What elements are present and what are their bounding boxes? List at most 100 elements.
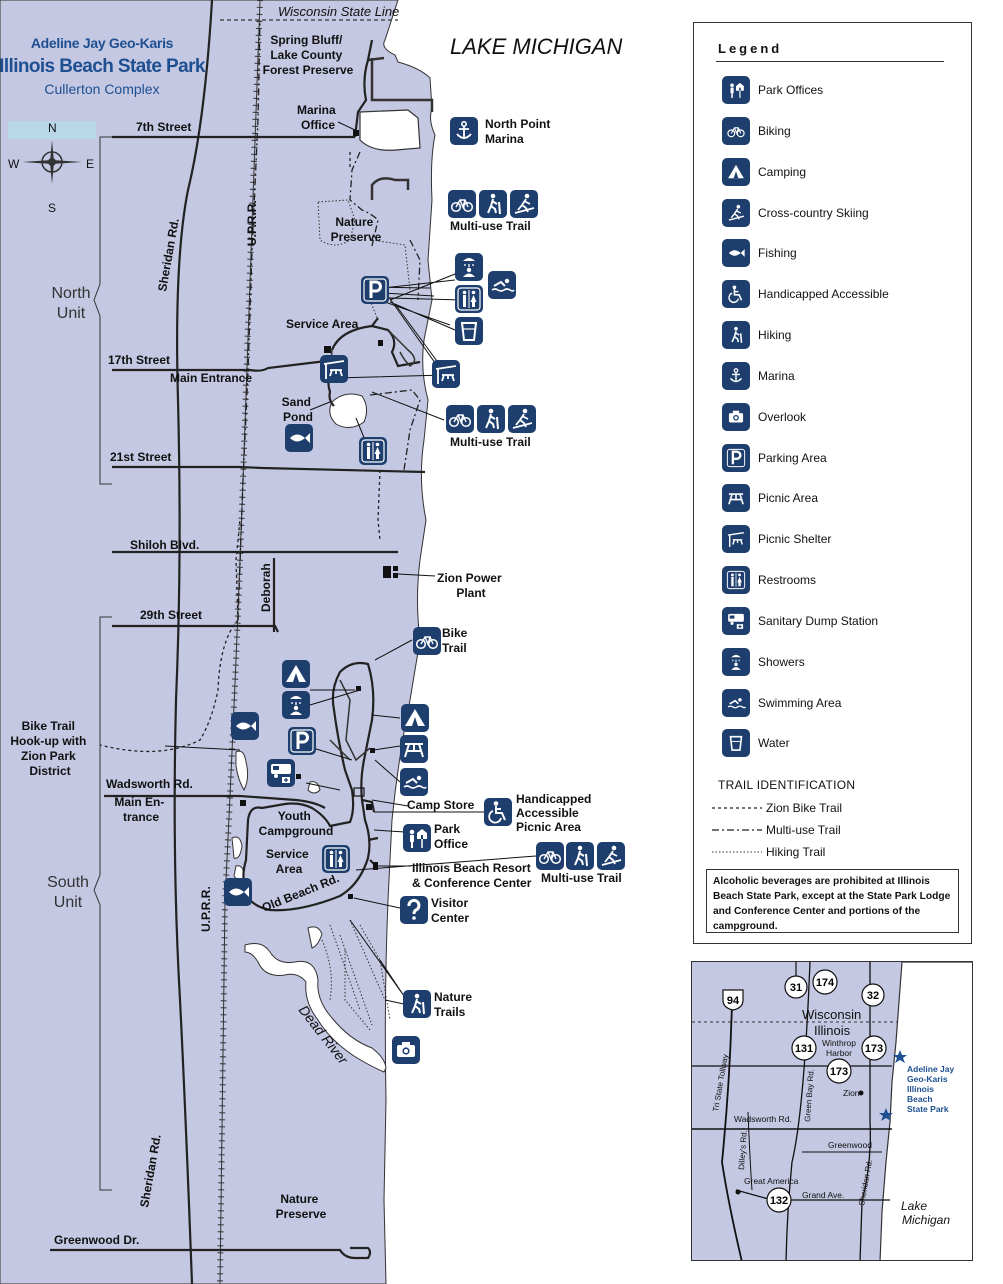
shield-132-circle — [766, 1187, 792, 1213]
camera-icon — [722, 403, 750, 431]
multi-use-bike-icon-2[interactable] — [446, 405, 474, 433]
locator-inset: 94 31 174 32 131 173 173 132 Wisconsin I… — [691, 961, 973, 1261]
legend-item-swimming[interactable]: Swimming Area — [722, 689, 962, 717]
shiloh-label: Shiloh Blvd. — [130, 538, 199, 552]
legend-item-shelter[interactable]: Picnic Shelter — [722, 525, 962, 553]
north-unit-label-1: North — [51, 285, 90, 302]
legend-item-biking[interactable]: Biking — [722, 117, 962, 145]
trail-label: Multi-use Trail — [766, 823, 841, 837]
compass-e: E — [86, 157, 94, 171]
north-parking-icon[interactable] — [361, 276, 389, 304]
south-park-road — [242, 661, 375, 912]
pond-1 — [235, 750, 249, 792]
sand-pond-restroom-icon[interactable] — [359, 437, 387, 465]
overlook-camera-icon[interactable] — [392, 1036, 420, 1064]
marina-anchor-icon[interactable] — [450, 117, 478, 145]
service-area-south-label: Service Area — [266, 847, 312, 876]
bike-trail-icon[interactable] — [413, 627, 441, 655]
park-star-icon-1 — [893, 1050, 907, 1063]
legend-item-water[interactable]: Water — [722, 729, 962, 757]
sand-pond-fish-icon[interactable] — [285, 424, 313, 452]
legend-label: Camping — [758, 165, 807, 179]
hiking-icon — [722, 321, 750, 349]
legend-item-fishing[interactable]: Fishing — [722, 239, 962, 267]
bike-trail-label: Bike Trail — [442, 626, 471, 655]
multi-use-bike-icon-1[interactable] — [448, 190, 476, 218]
inset-wadsworth-label: Wadsworth Rd. — [734, 1114, 792, 1124]
south-dump-station-icon[interactable] — [267, 759, 295, 787]
water-icon — [722, 729, 750, 757]
handicapped-picnic-icon[interactable] — [484, 798, 512, 826]
shield-174-circle — [812, 969, 838, 995]
multi-use-trail-swatch — [712, 829, 762, 831]
shield-32-circle — [861, 983, 885, 1007]
sheridan-road — [173, 0, 214, 1284]
multi-use-ski-icon-2[interactable] — [508, 405, 536, 433]
legend-item-park-offices[interactable]: Park Offices — [722, 76, 962, 104]
alcohol-warning: Alcoholic beverages are prohibited at Il… — [706, 869, 959, 933]
south-fish-icon-1[interactable] — [231, 712, 259, 740]
twentyfirst-street-line — [112, 465, 426, 474]
marina-office-label: Marina Office — [297, 103, 339, 132]
legend-item-restrooms[interactable]: Restrooms — [722, 566, 962, 594]
north-water-icon[interactable] — [455, 317, 483, 345]
legend-label: Cross-country Skiing — [758, 206, 869, 220]
wadsworth-label: Wadsworth Rd. — [106, 777, 193, 791]
title-line1: Adeline Jay Geo-Karis — [31, 35, 174, 51]
shield-174: 174 — [816, 977, 835, 989]
twentyfirst-street-label: 21st Street — [110, 450, 171, 464]
multi-use-ski-icon-3[interactable] — [597, 842, 625, 870]
legend-item-accessible[interactable]: Handicapped Accessible — [722, 280, 962, 308]
multi-use-hike-icon-1[interactable] — [479, 190, 507, 218]
shield-94: 94 — [727, 995, 740, 1007]
anchor-icon — [722, 362, 750, 390]
legend-label: Park Offices — [758, 83, 824, 97]
legend-item-showers[interactable]: Showers — [722, 648, 962, 676]
inset-tollway — [721, 1001, 743, 1260]
greenwood-label: Greenwood Dr. — [54, 1233, 139, 1247]
legend-label: Sanitary Dump Station — [758, 614, 879, 628]
north-swim-icon[interactable] — [488, 271, 516, 299]
legend-item-marina[interactable]: Marina — [722, 362, 962, 390]
shield-31-circle — [784, 975, 808, 999]
park-office-icon[interactable] — [403, 824, 431, 852]
dead-river-branch — [307, 926, 323, 949]
legend-item-hiking[interactable]: Hiking — [722, 321, 962, 349]
legend-item-parking[interactable]: Parking Area — [722, 444, 962, 472]
south-unit-label-1: South — [47, 874, 89, 891]
pond-2 — [231, 836, 243, 859]
multi-use-hike-icon-3[interactable] — [566, 842, 594, 870]
south-parking-icon[interactable] — [288, 727, 316, 755]
parking-icon — [722, 444, 750, 472]
north-shelter-icon-1[interactable] — [320, 355, 348, 383]
legend-rule — [716, 61, 944, 62]
south-picnic-icon[interactable] — [400, 735, 428, 763]
multi-use-bike-icon-3[interactable] — [536, 842, 564, 870]
legend-item-overlook[interactable]: Overlook — [722, 403, 962, 431]
legend-item-dump-station[interactable]: Sanitary Dump Station — [722, 607, 962, 635]
north-shelter-icon-2[interactable] — [432, 360, 460, 388]
south-restroom-icon[interactable] — [322, 845, 350, 873]
north-shower-icon[interactable] — [455, 253, 483, 281]
south-camping-icon-1[interactable] — [282, 660, 310, 688]
twentyninth-label: 29th Street — [140, 608, 202, 622]
north-restroom-icon[interactable] — [455, 285, 483, 313]
legend-item-picnic[interactable]: Picnic Area — [722, 484, 962, 512]
multi-use-ski-icon-1[interactable] — [510, 190, 538, 218]
south-camping-icon-2[interactable] — [401, 704, 429, 732]
great-america-dot — [735, 1189, 741, 1195]
legend-label: Hiking — [758, 328, 792, 342]
visitor-center-icon[interactable] — [400, 896, 428, 924]
spring-bluff-label: Spring Bluff/ Lake County Forest Preserv… — [263, 33, 354, 77]
multi-use-hike-icon-2[interactable] — [477, 405, 505, 433]
legend-label: Swimming Area — [758, 696, 842, 710]
legend-item-skiing[interactable]: Cross-country Skiing — [722, 199, 962, 227]
nature-trails-hike-icon[interactable] — [403, 990, 431, 1018]
bike-trail-park — [235, 152, 381, 621]
north-unit-label-2: Unit — [57, 305, 86, 322]
south-swim-icon[interactable] — [400, 768, 428, 796]
south-fish-icon-2[interactable] — [224, 878, 252, 906]
legend-item-camping[interactable]: Camping — [722, 158, 962, 186]
south-shower-icon[interactable] — [282, 691, 310, 719]
buildings — [240, 130, 398, 899]
